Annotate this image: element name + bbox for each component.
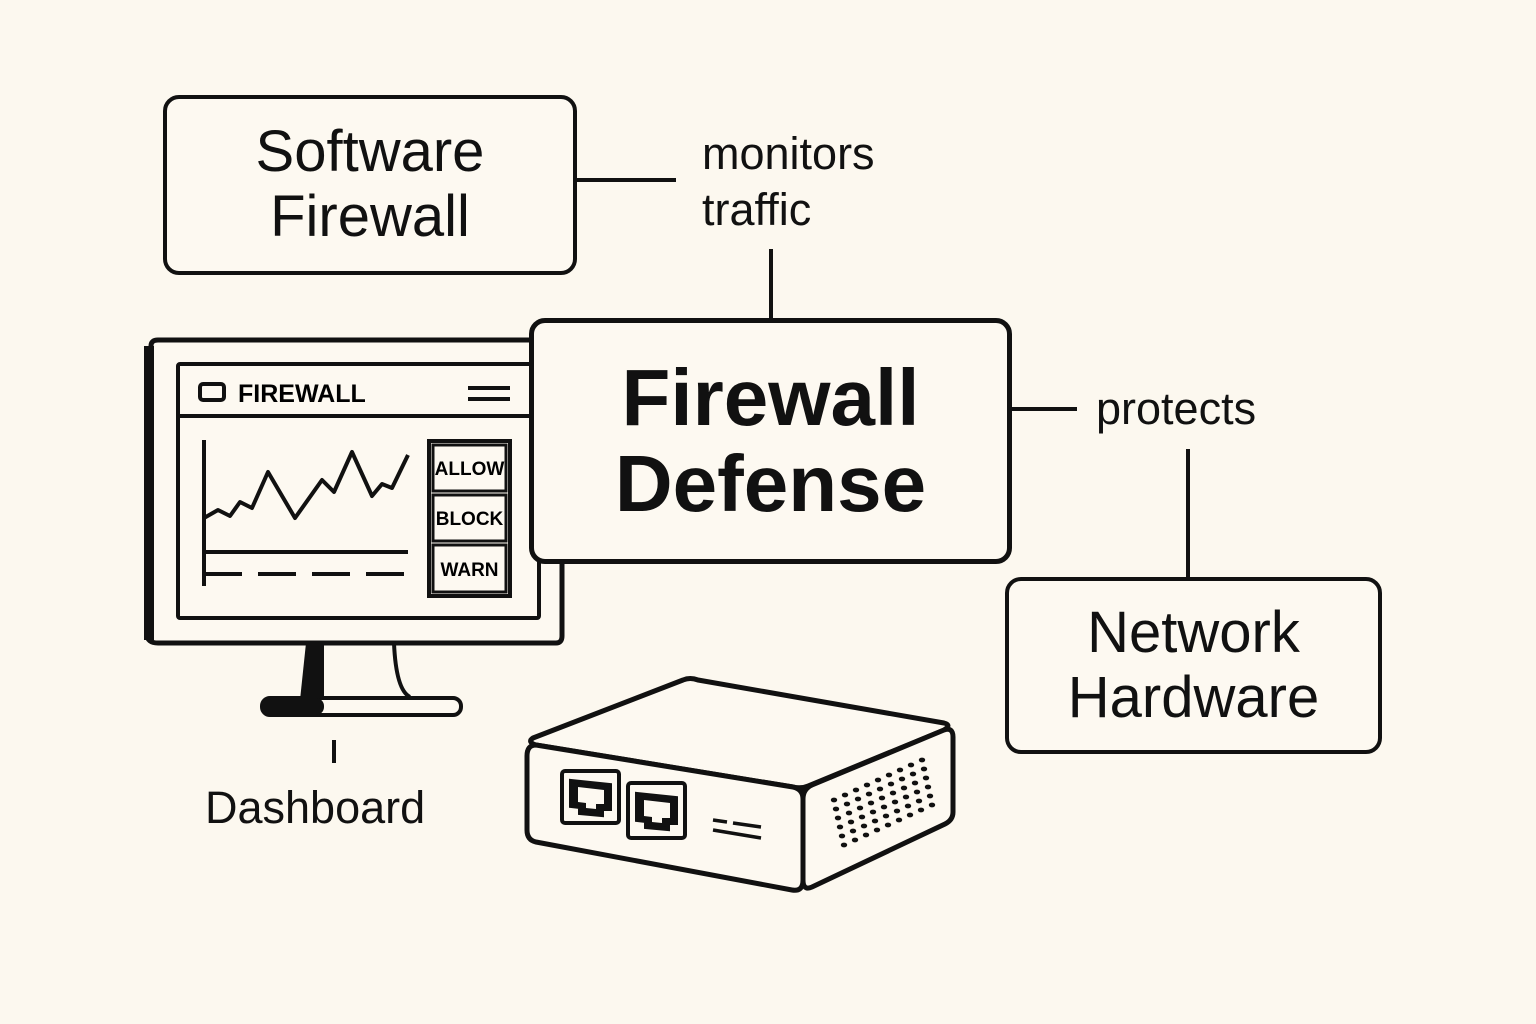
block-button-frame — [431, 493, 508, 543]
vent-hole — [871, 818, 879, 824]
vent-hole — [849, 828, 857, 834]
vent-hole — [867, 800, 875, 806]
vent-hole — [926, 793, 934, 799]
firewall-defense-line2: Defense — [614, 439, 927, 528]
vent-hole — [907, 762, 915, 768]
vent-hole — [909, 771, 917, 777]
monitor-app-title: FIREWALL — [238, 380, 366, 408]
vent-hole — [885, 772, 893, 778]
vent-hole — [847, 819, 855, 825]
vent-hole — [854, 796, 862, 802]
network-hardware-line1: Network — [1087, 599, 1300, 665]
vent-hole — [896, 767, 904, 773]
network-hardware-node: Network Hardware — [1005, 577, 1382, 754]
vent-hole — [922, 775, 930, 781]
vent-hole — [843, 801, 851, 807]
vent-holes — [830, 757, 936, 848]
vent-hole — [880, 804, 888, 810]
vent-hole — [873, 827, 881, 833]
vent-hole — [832, 806, 840, 812]
vent-hole — [906, 812, 914, 818]
vent-hole — [898, 776, 906, 782]
vent-hole — [836, 824, 844, 830]
dashboard-label: Dashboard — [205, 782, 426, 833]
vent-hole — [891, 799, 899, 805]
status-led-lines — [712, 818, 762, 840]
vent-hole — [884, 822, 892, 828]
vent-hole — [915, 798, 923, 804]
vent-hole — [845, 810, 853, 816]
software-firewall-line1: Software — [255, 119, 485, 185]
vent-hole — [928, 802, 936, 808]
vent-hole — [834, 815, 842, 821]
vent-hole — [920, 766, 928, 772]
vent-hole — [852, 787, 860, 793]
protects-label: protects — [1096, 383, 1257, 434]
vent-hole — [830, 797, 838, 803]
vent-hole — [863, 782, 871, 788]
monitors-traffic-label: monitors traffic — [702, 128, 875, 236]
software-firewall-node: Software Firewall — [163, 95, 577, 275]
vent-hole — [882, 813, 890, 819]
ethernet-ports — [560, 769, 687, 840]
vent-hole — [904, 803, 912, 809]
vent-hole — [918, 757, 926, 763]
vent-hole — [893, 808, 901, 814]
vent-hole — [841, 792, 849, 798]
vent-hole — [865, 791, 873, 797]
vent-hole — [876, 786, 884, 792]
allow-button-frame — [431, 443, 508, 493]
vent-hole — [874, 777, 882, 783]
firewall-defense-node: Firewall Defense — [529, 318, 1012, 564]
vent-hole — [851, 837, 859, 843]
software-firewall-line2: Firewall — [270, 184, 470, 249]
network-hardware-line2: Hardware — [1067, 664, 1320, 730]
allow-button[interactable]: ALLOW — [435, 459, 505, 480]
block-button[interactable]: BLOCK — [436, 509, 504, 530]
vent-hole — [911, 780, 919, 786]
vent-hole — [889, 790, 897, 796]
vent-hole — [902, 794, 910, 800]
vent-hole — [858, 814, 866, 820]
vent-hole — [878, 795, 886, 801]
vent-hole — [856, 805, 864, 811]
warn-button-frame — [431, 543, 508, 594]
vent-hole — [869, 809, 877, 815]
vent-hole — [924, 784, 932, 790]
vent-hole — [862, 832, 870, 838]
hamburger-menu-icon — [468, 386, 510, 401]
window-icon — [198, 382, 226, 402]
vent-hole — [917, 807, 925, 813]
vent-hole — [895, 817, 903, 823]
vent-hole — [840, 842, 848, 848]
vent-hole — [887, 781, 895, 787]
traffic-line-chart-icon — [202, 440, 410, 586]
vent-hole — [838, 833, 846, 839]
firewall-defense-line1: Firewall — [621, 352, 920, 442]
vent-hole — [913, 789, 921, 795]
desktop-monitor-icon — [144, 337, 565, 717]
vent-hole — [860, 823, 868, 829]
warn-button[interactable]: WARN — [440, 560, 498, 581]
vent-hole — [900, 785, 908, 791]
